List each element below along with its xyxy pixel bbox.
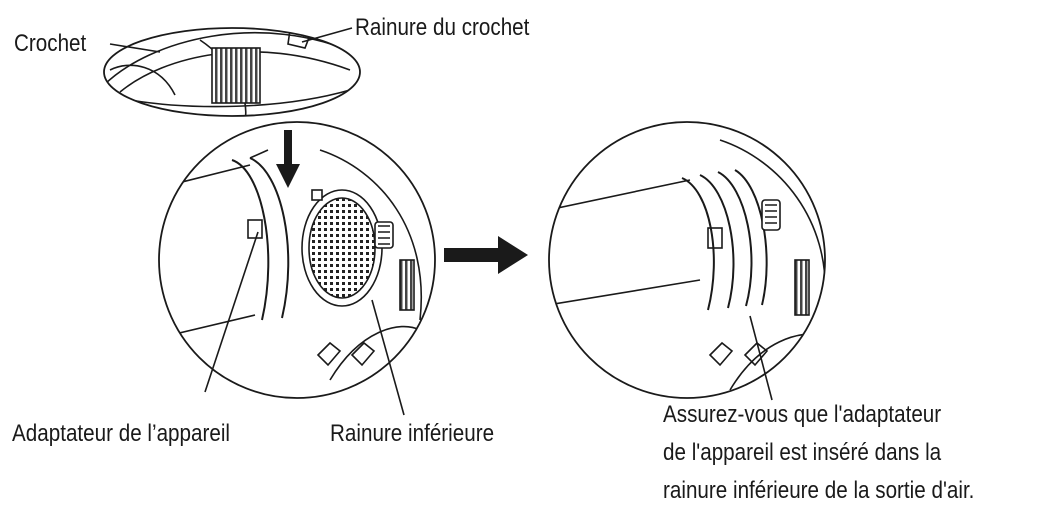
hook-groove-leader-line (301, 27, 353, 43)
arrow-right-icon (444, 236, 528, 274)
note-line-3: rainure inférieure de la sortie d'air. (663, 477, 975, 504)
lower-groove-label: Rainure inférieure (330, 420, 495, 447)
before-connection-view (158, 121, 436, 416)
insertion-note: Assurez-vous que l'adaptateur de l'appar… (663, 396, 974, 510)
hook-groove-label: Rainure du crochet (355, 14, 530, 41)
lower-groove-leader-line (371, 299, 405, 416)
hook-leader-line (109, 43, 161, 53)
note-line-2: de l'appareil est inséré dans la (663, 439, 942, 466)
hook-detail-view (103, 27, 361, 117)
hook-label: Crochet (14, 30, 87, 57)
device-adapter-label: Adaptateur de l’appareil (12, 420, 231, 447)
adapter-leader-line (204, 231, 259, 393)
arrow-down-icon (276, 130, 300, 188)
note-leader-line (749, 315, 773, 401)
note-line-1: Assurez-vous que l'adaptateur (663, 401, 942, 428)
after-connection-view (548, 121, 826, 401)
